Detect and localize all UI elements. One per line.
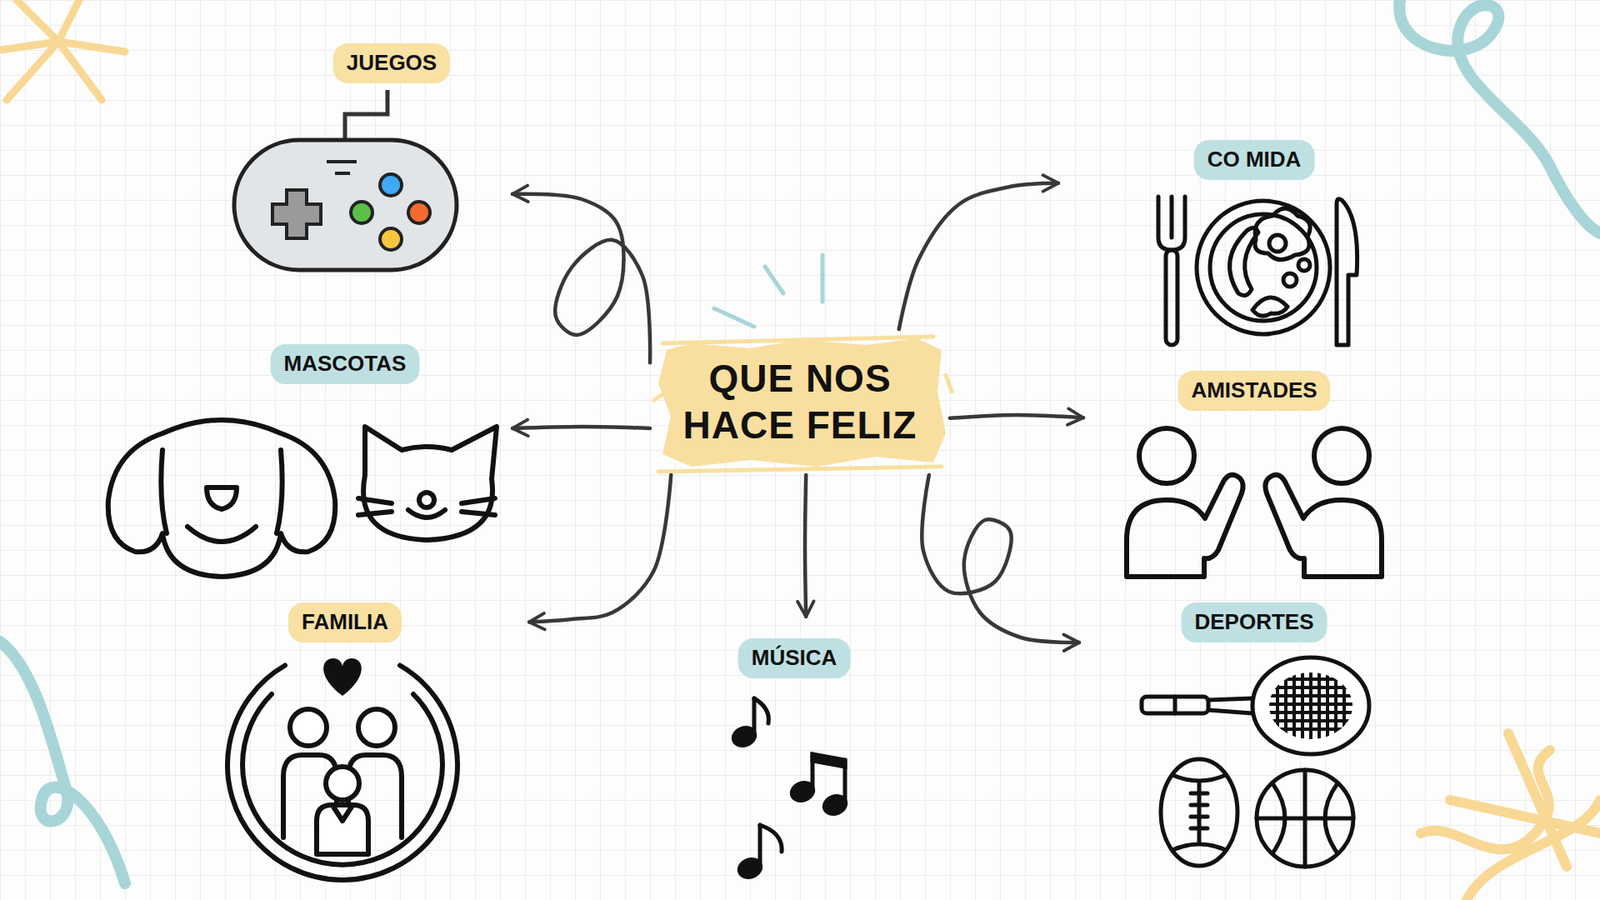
cat-nose — [419, 492, 435, 508]
category-label: MASCOTAS — [270, 344, 420, 385]
connector-arrow — [950, 415, 1084, 419]
bean — [1298, 259, 1310, 271]
child-head — [325, 766, 360, 800]
central-idea-text: QUE NOS HACE FELIZ — [675, 355, 925, 448]
child-collar — [333, 806, 352, 821]
sports-icon — [1141, 657, 1370, 867]
cat-mouth — [408, 510, 445, 518]
blue-squiggle — [0, 641, 125, 884]
highlight-rays — [714, 255, 823, 327]
connector-arrow — [512, 194, 650, 364]
fried-egg — [1255, 208, 1310, 260]
knife — [1336, 199, 1358, 345]
note-beam — [812, 754, 845, 767]
category-node: FAMILIA — [216, 595, 530, 888]
central-idea: QUE NOS HACE FELIZ — [650, 329, 950, 475]
controller-dashes — [326, 161, 357, 174]
friends-icon — [1126, 428, 1382, 577]
friend-body — [1265, 475, 1382, 577]
cat-whiskers — [358, 498, 495, 515]
note-stem — [752, 698, 757, 734]
note-stem — [812, 754, 845, 802]
dog-ears — [160, 450, 282, 534]
connector-arrow — [921, 475, 1080, 643]
plate-inner — [1210, 214, 1317, 321]
outer-ring — [227, 665, 458, 881]
parent-head — [290, 709, 327, 746]
dog-head — [108, 420, 335, 577]
category-node: MÚSICA — [725, 616, 875, 884]
pets-icon — [108, 420, 497, 577]
category-node: DEPORTES — [1079, 595, 1388, 888]
blue-squiggle — [1399, 0, 1600, 234]
racket-throat — [1175, 696, 1253, 714]
category-node: JUEGOS — [225, 33, 513, 275]
category-label: CO MIDA — [1194, 140, 1315, 180]
child-body — [316, 805, 369, 855]
inner-ring — [242, 694, 443, 865]
controller-body — [234, 140, 457, 270]
category-label: MÚSICA — [738, 638, 851, 679]
note-flag — [754, 698, 769, 724]
yellow-scribble — [1420, 733, 1600, 900]
friend-head — [1139, 428, 1195, 484]
game-controller-icon — [234, 90, 457, 270]
brush-highlight — [658, 338, 946, 467]
egg-yolk — [1269, 235, 1286, 252]
yellow-star-scribble — [0, 0, 125, 100]
orange-button — [408, 201, 430, 224]
note-stem — [758, 825, 763, 865]
parent-head — [358, 709, 395, 746]
connector-arrow — [899, 183, 1059, 330]
connector-arrow — [512, 426, 650, 429]
beans — [1252, 297, 1288, 316]
dog-nose — [206, 487, 237, 510]
bean — [1283, 273, 1297, 287]
music-notes-icon — [730, 698, 848, 880]
controller-cord — [345, 90, 388, 140]
connector-arrow — [805, 475, 806, 617]
category-node: AMISTADES — [1083, 362, 1392, 584]
family-icon — [227, 658, 458, 880]
plate-rim — [1196, 200, 1330, 335]
note-flag — [760, 825, 782, 852]
d-pad — [272, 190, 321, 239]
category-label: DEPORTES — [1180, 602, 1327, 643]
racket-strings — [1266, 666, 1359, 746]
category-label: FAMILIA — [288, 602, 402, 643]
racket-head — [1252, 657, 1370, 755]
yellow-button — [380, 228, 402, 250]
string-grid — [1266, 666, 1359, 746]
football — [1160, 759, 1238, 866]
football-laces — [1172, 775, 1226, 850]
basketball — [1256, 770, 1354, 867]
category-node: CO MIDA — [1058, 133, 1367, 350]
cat-head — [363, 426, 497, 540]
category-label: AMISTADES — [1177, 370, 1330, 411]
brush-streaks — [654, 336, 952, 472]
category-node: MASCOTAS — [100, 333, 513, 584]
fork-handle — [1165, 250, 1178, 345]
fork — [1158, 196, 1185, 250]
plate-icon — [1158, 196, 1358, 345]
green-button — [350, 201, 373, 224]
heart — [323, 658, 362, 696]
basketball-lines — [1256, 770, 1354, 867]
sausage — [1230, 227, 1259, 295]
friend-head — [1314, 428, 1370, 484]
category-label: JUEGOS — [333, 43, 450, 84]
connector-arrow — [529, 475, 671, 623]
friend-body — [1126, 475, 1244, 577]
blue-button — [380, 174, 402, 196]
dog-mouth — [187, 526, 256, 542]
